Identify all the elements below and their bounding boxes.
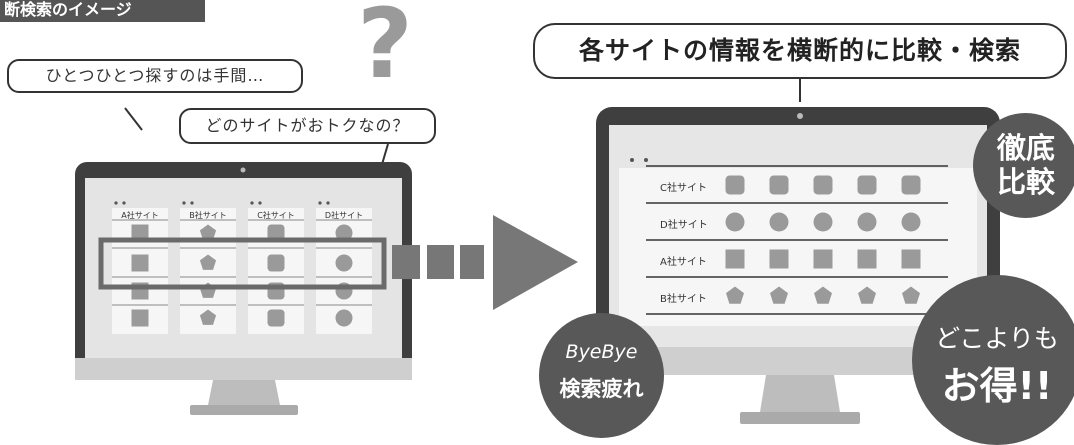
square-icon [857, 249, 877, 269]
speech-bubble-tedious: ひとつひとつ探すのは手間… [7, 59, 303, 93]
left-col-label-d: D社サイト [324, 211, 364, 220]
badge-text: 検索疲れ [559, 377, 644, 401]
rounded-square-icon [857, 175, 877, 195]
circle-icon [335, 309, 353, 327]
pentagon-icon [770, 286, 788, 304]
left-camera-icon [240, 167, 246, 173]
rounded-square-icon [267, 224, 285, 242]
header-tag: 断検索のイメージ [0, 0, 205, 22]
row-label-b: B社サイト [660, 294, 707, 305]
circle-icon [813, 212, 833, 232]
square-icon [131, 254, 149, 272]
pentagon-icon [199, 254, 217, 270]
square-icon [725, 249, 745, 269]
square-icon [813, 249, 833, 269]
right-monitor-neck [760, 375, 840, 412]
window-dot-icon [182, 201, 186, 205]
thorough-compare-badge: 徹底 比較 [973, 113, 1074, 218]
bye-bye-badge: ByeBye 検索疲れ [539, 313, 664, 438]
circle-icon [857, 212, 877, 232]
circle-icon [901, 212, 921, 232]
badge-text: ByeBye [565, 341, 638, 363]
circle-icon [725, 212, 745, 232]
badge-text: 徹底 [996, 131, 1055, 165]
circle-icon [769, 212, 789, 232]
window-dot-icon [190, 201, 194, 205]
left-col-label-c: C社サイト [257, 211, 295, 220]
window-dot-icon [258, 201, 262, 205]
rounded-square-icon [813, 175, 833, 195]
window-dot-icon [122, 201, 126, 205]
arrow-dash-2 [427, 245, 454, 279]
left-monitor-chin [75, 358, 412, 380]
arrow-dash-3 [460, 245, 484, 279]
left-monitor-base [190, 405, 298, 415]
right-camera-icon [797, 113, 803, 119]
window-dot-icon [318, 201, 322, 205]
square-icon [901, 249, 921, 269]
left-monitor-neck [208, 380, 280, 405]
pentagon-icon [902, 286, 920, 304]
left-col-label-a: A社サイト [121, 211, 159, 220]
circle-icon [335, 254, 353, 272]
left-highlight-frame [98, 237, 387, 290]
square-icon [131, 309, 149, 327]
row-label-c: C社サイト [660, 183, 707, 194]
window-dot-icon [250, 201, 254, 205]
question-mark-icon: ? [357, 0, 413, 100]
pentagon-icon [858, 286, 876, 304]
tail-tedious [124, 107, 143, 131]
pentagon-icon [199, 309, 217, 325]
window-dot-icon [326, 201, 330, 205]
arrow-head-icon [493, 215, 578, 310]
square-icon [131, 224, 149, 242]
rounded-square-icon [769, 175, 789, 195]
best-deal-badge: どこよりも お得!! [912, 275, 1074, 445]
circle-icon [335, 224, 353, 242]
rounded-square-icon [267, 309, 285, 327]
pentagon-icon [726, 286, 744, 304]
window-dot-icon [114, 201, 118, 205]
right-monitor-base [740, 412, 860, 424]
badge-text: 比較 [996, 165, 1055, 199]
square-icon [769, 249, 789, 269]
pentagon-icon [814, 286, 832, 304]
badge-text: どこよりも [935, 324, 1059, 353]
speech-bubble-compare-all: 各サイトの情報を横断的に比較・検索 [533, 23, 1067, 79]
row-label-a: A社サイト [660, 257, 707, 268]
rounded-square-icon [725, 175, 745, 195]
window-dot-icon [630, 158, 634, 162]
window-dot-icon [644, 158, 648, 162]
arrow-dash-1 [392, 245, 420, 279]
row-label-d: D社サイト [660, 220, 708, 231]
rounded-square-icon [901, 175, 921, 195]
rounded-square-icon [267, 254, 285, 272]
left-col-label-b: B社サイト [189, 211, 227, 220]
badge-text: お得!! [941, 364, 1053, 408]
pentagon-icon [199, 224, 217, 240]
speech-bubble-which-site: どのサイトがおトクなの？ [179, 108, 436, 144]
